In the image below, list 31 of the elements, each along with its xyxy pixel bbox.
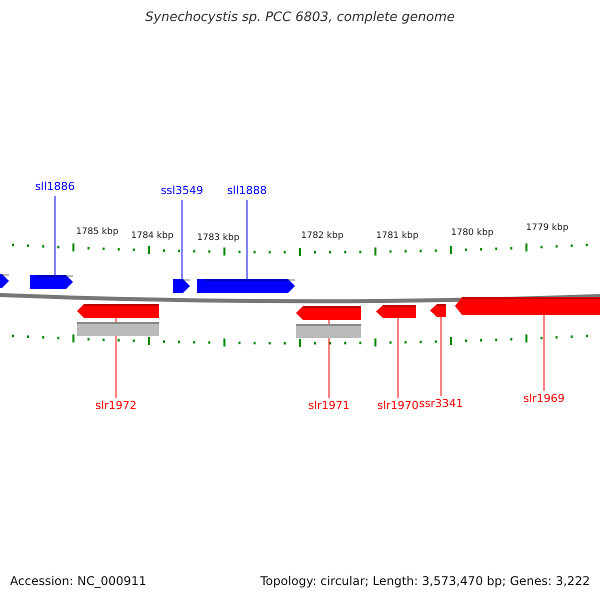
title: Synechocystis sp. PCC 6803, complete genome bbox=[145, 10, 455, 25]
scale-label: 1780 kbp bbox=[451, 228, 494, 238]
gene-label: ssr3341 bbox=[419, 397, 463, 410]
gene-feature bbox=[77, 304, 159, 318]
gene-label: sll1886 bbox=[35, 180, 75, 193]
scale-label: 1784 kbp bbox=[131, 231, 174, 241]
gene-feature bbox=[455, 297, 600, 315]
gene-feature bbox=[197, 279, 295, 293]
scale-label: 1785 kbp bbox=[76, 227, 118, 237]
scale-label: 1781 kbp bbox=[376, 231, 418, 241]
gene-label: slr1971 bbox=[308, 399, 350, 412]
scale-label: 1782 kbp bbox=[301, 231, 344, 241]
leader-line bbox=[246, 200, 248, 280]
leader-line bbox=[440, 316, 442, 396]
scale-label: 1783 kbp bbox=[197, 233, 240, 243]
gene-feature bbox=[376, 305, 416, 318]
gene-label: slr1970 bbox=[377, 399, 419, 412]
gene-label: slr1969 bbox=[523, 392, 565, 405]
gene-label: slr1972 bbox=[95, 399, 137, 412]
gene-bar bbox=[77, 322, 159, 336]
gene-feature bbox=[296, 306, 361, 320]
gene-feature bbox=[30, 275, 73, 289]
scale-label: 1779 kbp bbox=[526, 223, 568, 233]
gene-feature bbox=[430, 304, 446, 317]
footer-text: Accession: NC_000911 bbox=[10, 574, 146, 588]
gene-feature bbox=[173, 279, 190, 293]
footer-text: Topology: circular; Length: 3,573,470 bp; Genes: 3,222 bbox=[260, 574, 590, 588]
gene-bar bbox=[296, 324, 361, 338]
gene-label: ssl3549 bbox=[160, 184, 204, 197]
gene-label: sll1888 bbox=[227, 184, 267, 197]
leader-line bbox=[54, 196, 56, 276]
